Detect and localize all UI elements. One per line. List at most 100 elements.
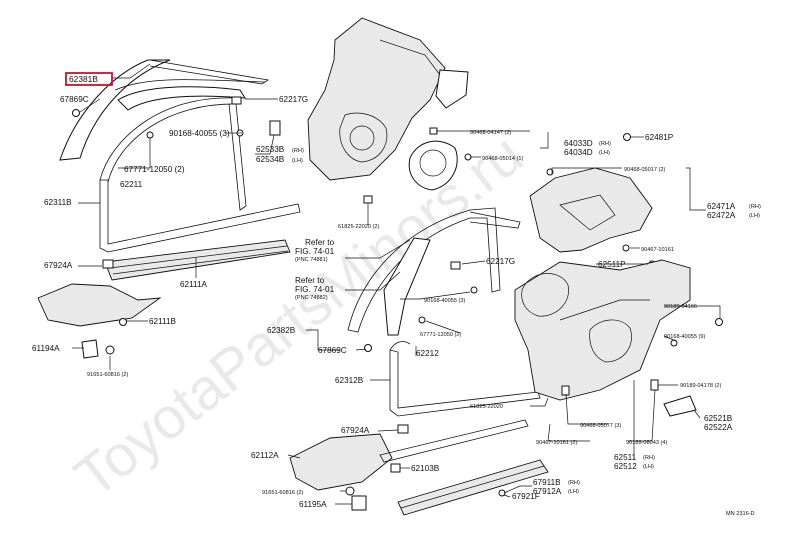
label-62534b-lh: (LH) — [292, 158, 303, 164]
label-61194a[interactable]: 61194A — [32, 344, 60, 353]
label-62471a[interactable]: 62471A — [707, 202, 736, 211]
label-62512-lh: (LH) — [643, 464, 654, 470]
label-62534b[interactable]: 62534B — [256, 155, 285, 164]
clip-62217g-icon — [231, 96, 242, 105]
label-62533b[interactable]: 62533B — [256, 145, 285, 154]
a-pillar-garnish-part[interactable] — [117, 86, 246, 111]
label-64033d[interactable]: 64033D — [564, 139, 593, 148]
label-90468-05017[interactable]: 90468-05017 (2) — [624, 167, 666, 173]
rear-quarter-lower-trim-part[interactable] — [514, 259, 691, 401]
label-62511p[interactable]: 62511P — [598, 260, 626, 269]
label-67771-12050-mid[interactable]: 67771-12050 (2) — [420, 332, 462, 338]
label-62511-rh: (RH) — [643, 455, 655, 461]
label-62111b[interactable]: 62111B — [149, 317, 177, 326]
bracket-62533b-icon — [269, 120, 281, 136]
label-90467-10161-low[interactable]: 90467-10161 (2) — [536, 440, 578, 446]
label-62311b[interactable]: 62311B — [44, 198, 72, 207]
cowl-side-trim-part[interactable] — [37, 283, 162, 327]
label-90468-04147[interactable]: 90468-04147 (2) — [470, 130, 512, 136]
door-opening-trim-part[interactable] — [99, 179, 301, 253]
label-67869c-mid[interactable]: 67869C — [318, 346, 347, 355]
label-90168-40055-top[interactable]: 90168-40055 (3) — [169, 129, 230, 138]
pillar-lower-trim-part[interactable] — [383, 237, 431, 336]
clip-90468-04147-icon — [429, 127, 438, 135]
rear-quarter-upper-trim-part[interactable] — [307, 17, 446, 181]
leader-lines — [72, 63, 721, 505]
label-91651-60816-top[interactable]: 91651-60816 (2) — [87, 372, 129, 378]
front-scuff-plate-part[interactable] — [104, 239, 291, 281]
label-67869c-top[interactable]: 67869C — [60, 95, 89, 104]
rear-step-plate-part[interactable] — [379, 419, 529, 463]
label-62512[interactable]: 62512 — [614, 462, 637, 471]
speaker-grille-part[interactable] — [408, 140, 458, 191]
label-67911b[interactable]: 67911B — [533, 478, 561, 487]
label-62381b[interactable]: 62381B — [69, 74, 98, 84]
label-62522a[interactable]: 62522A — [704, 423, 733, 432]
rear-scuff-plate-part[interactable] — [397, 459, 549, 516]
clip-61825-top-icon — [363, 195, 373, 204]
label-90168-40055-r[interactable]: 90168-40055 (9) — [664, 334, 706, 340]
label-62112a[interactable]: 62112A — [251, 451, 279, 460]
clip-90189-04178-icon — [650, 379, 659, 391]
label-90467-10161-r[interactable]: 90467-10161 — [641, 247, 674, 253]
label-67911b-rh: (RH) — [568, 480, 580, 486]
label-90189-08043[interactable]: 90189-08043 (4) — [626, 440, 668, 446]
clip-90168-r-icon — [670, 339, 678, 347]
label-90168-40055-mid[interactable]: 90168-40055 (3) — [424, 298, 466, 304]
label-62217g-mid[interactable]: 62217G — [486, 257, 515, 266]
label-90189-04178[interactable]: 90189-04178 (2) — [680, 383, 722, 389]
part-labels: 62381B 67869C 62217G 90168-40055 (3) 625… — [32, 72, 761, 517]
label-67771-12050-top[interactable]: 67771-12050 (2) — [124, 165, 185, 174]
label-67912a[interactable]: 67912A — [533, 487, 562, 496]
label-90468-05014[interactable]: 90468-05014 (1) — [482, 156, 524, 162]
center-pillar-garnish-part[interactable] — [347, 207, 501, 333]
label-67921f[interactable]: 67921F — [512, 492, 540, 501]
label-fig2[interactable]: FIG. 74-01 — [295, 285, 335, 294]
label-91651-60816-low[interactable]: 91651-60816 (2) — [262, 490, 304, 496]
label-62533b-rh: (RH) — [292, 148, 304, 154]
clip-67921f-icon — [498, 489, 506, 497]
label-61825-22020-low[interactable]: 61825-22020 — [470, 404, 503, 410]
label-62481p[interactable]: 62481P — [645, 133, 674, 142]
clip-67924a-low-icon — [397, 424, 409, 434]
label-pnc2: (PNC 74882) — [295, 295, 328, 301]
roof-weatherstrip-part[interactable] — [59, 59, 171, 161]
bracket-61194a-icon — [81, 339, 99, 359]
label-90468-05077[interactable]: 90468-05077 (3) — [580, 423, 622, 429]
rear-pillar-trim-part[interactable] — [529, 167, 653, 253]
quarter-garnish-part[interactable] — [435, 69, 469, 109]
label-62211[interactable]: 62211 — [120, 180, 143, 189]
rear-door-opening-trim-part[interactable] — [389, 349, 541, 417]
clip-67869c-mid-icon — [364, 344, 372, 352]
clip-67771-mid-icon — [418, 316, 426, 324]
clip-67771-icon — [146, 131, 154, 139]
label-62511[interactable]: 62511 — [614, 453, 637, 462]
label-62521b[interactable]: 62521B — [704, 414, 733, 423]
label-62472a[interactable]: 62472A — [707, 211, 736, 220]
label-64034d[interactable]: 64034D — [564, 148, 593, 157]
clip-62217g-mid-icon — [450, 261, 461, 270]
highlight-box — [65, 72, 113, 86]
label-fig1[interactable]: FIG. 74-01 — [295, 247, 335, 256]
clip-67869c-icon — [72, 109, 80, 117]
label-61825-22020-top[interactable]: 61825-22020 (2) — [338, 224, 380, 230]
label-62111a[interactable]: 62111A — [180, 280, 208, 289]
label-67912a-lh: (LH) — [568, 489, 579, 495]
rear-cowl-trim-part[interactable] — [289, 433, 393, 491]
label-67924a-low[interactable]: 67924A — [341, 426, 370, 435]
label-62312b[interactable]: 62312B — [335, 376, 364, 385]
label-67924a-top[interactable]: 67924A — [44, 261, 73, 270]
label-90189-04166[interactable]: 90189-04166 — [664, 304, 697, 310]
clip-62103b-icon — [390, 463, 401, 473]
clip-90189-04166-icon — [715, 318, 723, 326]
label-62217g-top[interactable]: 62217G — [279, 95, 308, 104]
label-62212[interactable]: 62212 — [416, 349, 439, 358]
label-61195a[interactable]: 61195A — [299, 500, 327, 509]
label-62382b[interactable]: 62382B — [267, 326, 296, 335]
label-refer1: Refer to — [305, 238, 335, 247]
clip-62481p-icon — [623, 133, 631, 141]
label-62103b[interactable]: 62103B — [411, 464, 440, 473]
label-pnc1: (PNC 74881) — [295, 257, 328, 263]
